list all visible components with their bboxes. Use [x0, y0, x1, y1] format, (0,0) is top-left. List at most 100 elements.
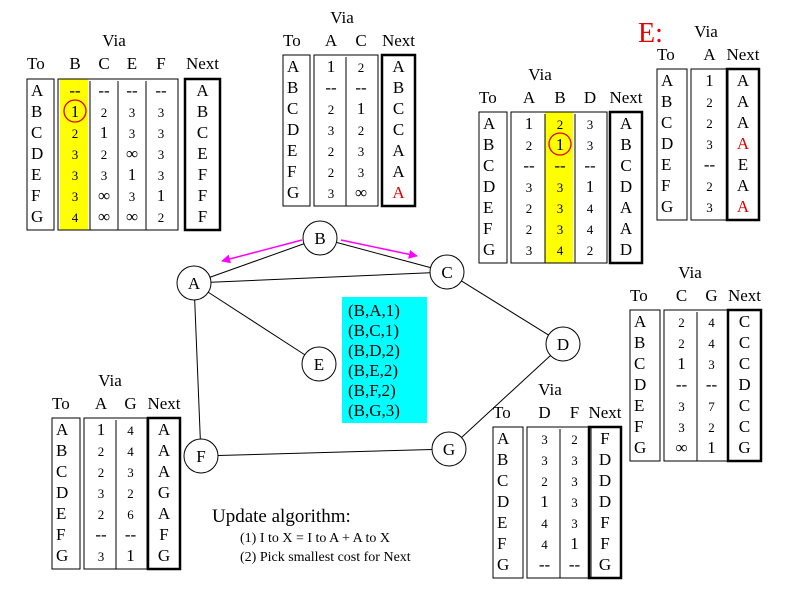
cost-cell: 3: [358, 165, 365, 180]
routing-tables: ViaToABCDEFGB--123334C--2123∞∞E--33∞13∞F…: [26, 8, 763, 580]
via-columns-border: [510, 111, 608, 264]
node-d: D: [545, 326, 581, 362]
dest-label: D: [483, 177, 495, 196]
dest-label: C: [497, 471, 508, 490]
next-hop: C: [197, 123, 208, 142]
cost-cell: 1: [157, 186, 166, 205]
cost-cell: 2: [101, 105, 108, 120]
link-cost-3: (B,E,2): [348, 361, 398, 380]
dest-label: C: [661, 113, 672, 132]
via-header: A: [325, 31, 338, 50]
next-hop: A: [737, 92, 750, 111]
dest-label: B: [56, 441, 67, 460]
dest-label: G: [634, 438, 646, 457]
next-hop: D: [599, 450, 611, 469]
via-label: Via: [678, 263, 702, 282]
dest-label: E: [483, 198, 493, 217]
next-hop: C: [739, 333, 750, 352]
cost-cell: 1: [570, 534, 579, 553]
node-e: E: [301, 346, 337, 382]
next-hop: C: [739, 312, 750, 331]
cost-cell: 2: [557, 117, 564, 132]
cost-cell: 3: [72, 189, 79, 204]
next-label: Next: [728, 286, 761, 305]
dest-label: E: [56, 504, 66, 523]
dest-label: C: [287, 99, 298, 118]
via-header: A: [703, 45, 716, 64]
cost-cell: 3: [557, 222, 564, 237]
cost-cell: 2: [328, 102, 335, 117]
dest-label: B: [287, 78, 298, 97]
cost-cell: 2: [678, 336, 685, 351]
node-circle: [302, 220, 338, 256]
edge-d-g: [461, 355, 551, 438]
cost-cell: 2: [328, 165, 335, 180]
cost-cell: 1: [586, 177, 595, 196]
next-hop: A: [158, 462, 171, 481]
cost-cell: 4: [127, 423, 134, 438]
dest-label: F: [31, 186, 40, 205]
cost-cell: --: [95, 525, 107, 544]
cost-cell: 1: [126, 546, 135, 565]
cost-cell: ∞: [126, 207, 138, 226]
to-label: To: [493, 403, 511, 422]
dest-label: C: [483, 156, 494, 175]
dest-label: C: [31, 123, 42, 142]
node-label: B: [314, 229, 325, 248]
to-label: To: [52, 394, 70, 413]
cost-cell: 2: [678, 315, 685, 330]
next-hop: A: [158, 441, 171, 460]
dest-label: E: [497, 513, 507, 532]
routing-table-d: ViaToABCDEFGC221--33∞G443--721NextCCCDCC…: [629, 263, 763, 463]
cost-cell: 3: [101, 168, 108, 183]
to-column: [629, 309, 661, 462]
next-column: [726, 308, 763, 463]
next-hop: F: [159, 525, 168, 544]
next-hop: B: [197, 102, 208, 121]
to-column: [656, 68, 688, 221]
cost-cell: --: [554, 156, 566, 175]
link-cost-4: (B,F,2): [348, 381, 396, 400]
cost-cell: --: [69, 81, 81, 100]
next-hop: D: [738, 375, 750, 394]
next-hop: F: [198, 207, 207, 226]
node-circle: [183, 438, 219, 474]
dest-label: G: [287, 183, 299, 202]
edge-f-g: [217, 448, 433, 457]
cost-cell: 3: [129, 105, 136, 120]
node-label: G: [443, 440, 455, 459]
cost-cell: 1: [128, 165, 137, 184]
node-label: C: [441, 263, 452, 282]
cost-cell: 1: [556, 135, 565, 154]
via-header: C: [98, 54, 109, 73]
next-hop: A: [158, 504, 171, 523]
cost-cell: --: [98, 81, 110, 100]
cost-cell: 4: [541, 516, 548, 531]
node-label: F: [196, 447, 205, 466]
to-column: [492, 426, 524, 579]
cost-cell: 3: [158, 147, 165, 162]
next-column: [608, 110, 644, 265]
cost-cell: 3: [129, 126, 136, 141]
next-hop: F: [198, 165, 207, 184]
next-hop: D: [599, 471, 611, 490]
cost-cell: 1: [705, 71, 714, 90]
cost-cell: 6: [127, 507, 134, 522]
to-label: To: [630, 286, 648, 305]
cost-cell: 2: [706, 95, 713, 110]
circled-min-cost: [548, 132, 572, 156]
cost-cell: 1: [97, 420, 106, 439]
via-label: Via: [694, 22, 718, 41]
cost-cell: 2: [526, 138, 533, 153]
link-cost-box: (B,A,1) (B,C,1) (B,D,2) (B,E,2) (B,F,2) …: [342, 297, 427, 423]
cost-cell: 3: [708, 357, 715, 372]
next-hop: B: [620, 135, 631, 154]
cost-cell: 3: [678, 399, 685, 414]
cost-cell: 2: [571, 432, 578, 447]
cost-cell: 2: [706, 179, 713, 194]
dest-label: E: [634, 396, 644, 415]
cost-cell: 3: [706, 137, 713, 152]
next-hop: A: [737, 113, 750, 132]
